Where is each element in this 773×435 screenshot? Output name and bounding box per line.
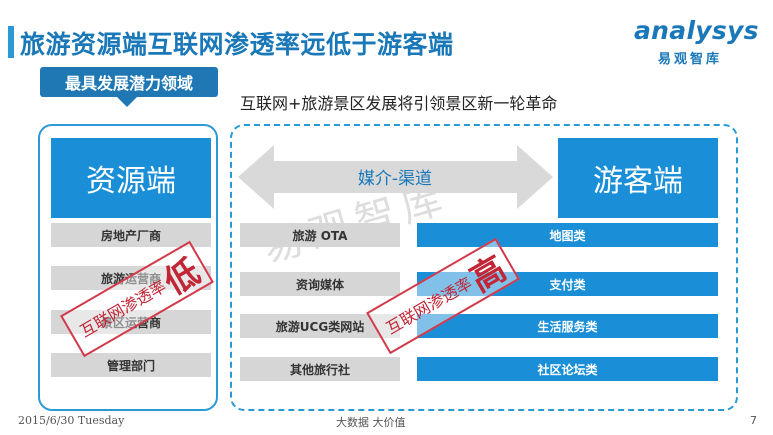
slide-subtitle: 互联网+旅游景区发展将引领景区新一轮革命	[240, 94, 558, 113]
resource-item: 房地产厂商	[51, 223, 211, 247]
channel-item: 资询媒体	[240, 272, 400, 296]
resource-item: 旅游运营商	[51, 266, 211, 290]
resource-item: 景区运营商	[51, 310, 211, 334]
tourist-item: 支付类	[417, 272, 718, 296]
page-title: 旅游资源端互联网渗透率远低于游客端	[20, 30, 454, 59]
title-accent-bar	[8, 26, 14, 58]
tourist-item: 地图类	[417, 223, 718, 247]
tourist-heading: 游客端	[558, 138, 718, 218]
channel-item: 旅游 OTA	[240, 223, 400, 247]
resource-item: 管理部门	[51, 353, 211, 377]
tourist-item: 生活服务类	[417, 314, 718, 338]
footer-slogan: 大数据 大价值	[336, 416, 406, 429]
channel-label: 媒介-渠道	[357, 169, 433, 189]
channel-item: 旅游UCG类网站	[240, 314, 400, 338]
double-arrow-icon	[238, 145, 553, 209]
potential-badge: 最具发展潜力领域	[40, 67, 218, 97]
resource-side-frame	[38, 124, 218, 411]
analysys-logo: analysys 易观智库	[628, 16, 763, 68]
tourist-item: 社区论坛类	[417, 357, 718, 381]
logo-subtext: 易观智库	[658, 52, 723, 67]
resource-heading: 资源端	[51, 138, 211, 218]
channel-item: 其他旅行社	[240, 357, 400, 381]
logo-text: analysys	[634, 16, 759, 45]
badge-down-arrow-icon	[116, 96, 138, 107]
channel-tourist-frame	[230, 124, 738, 411]
page-number: 7	[750, 414, 757, 427]
footer-date: 2015/6/30 Tuesday	[18, 414, 125, 427]
